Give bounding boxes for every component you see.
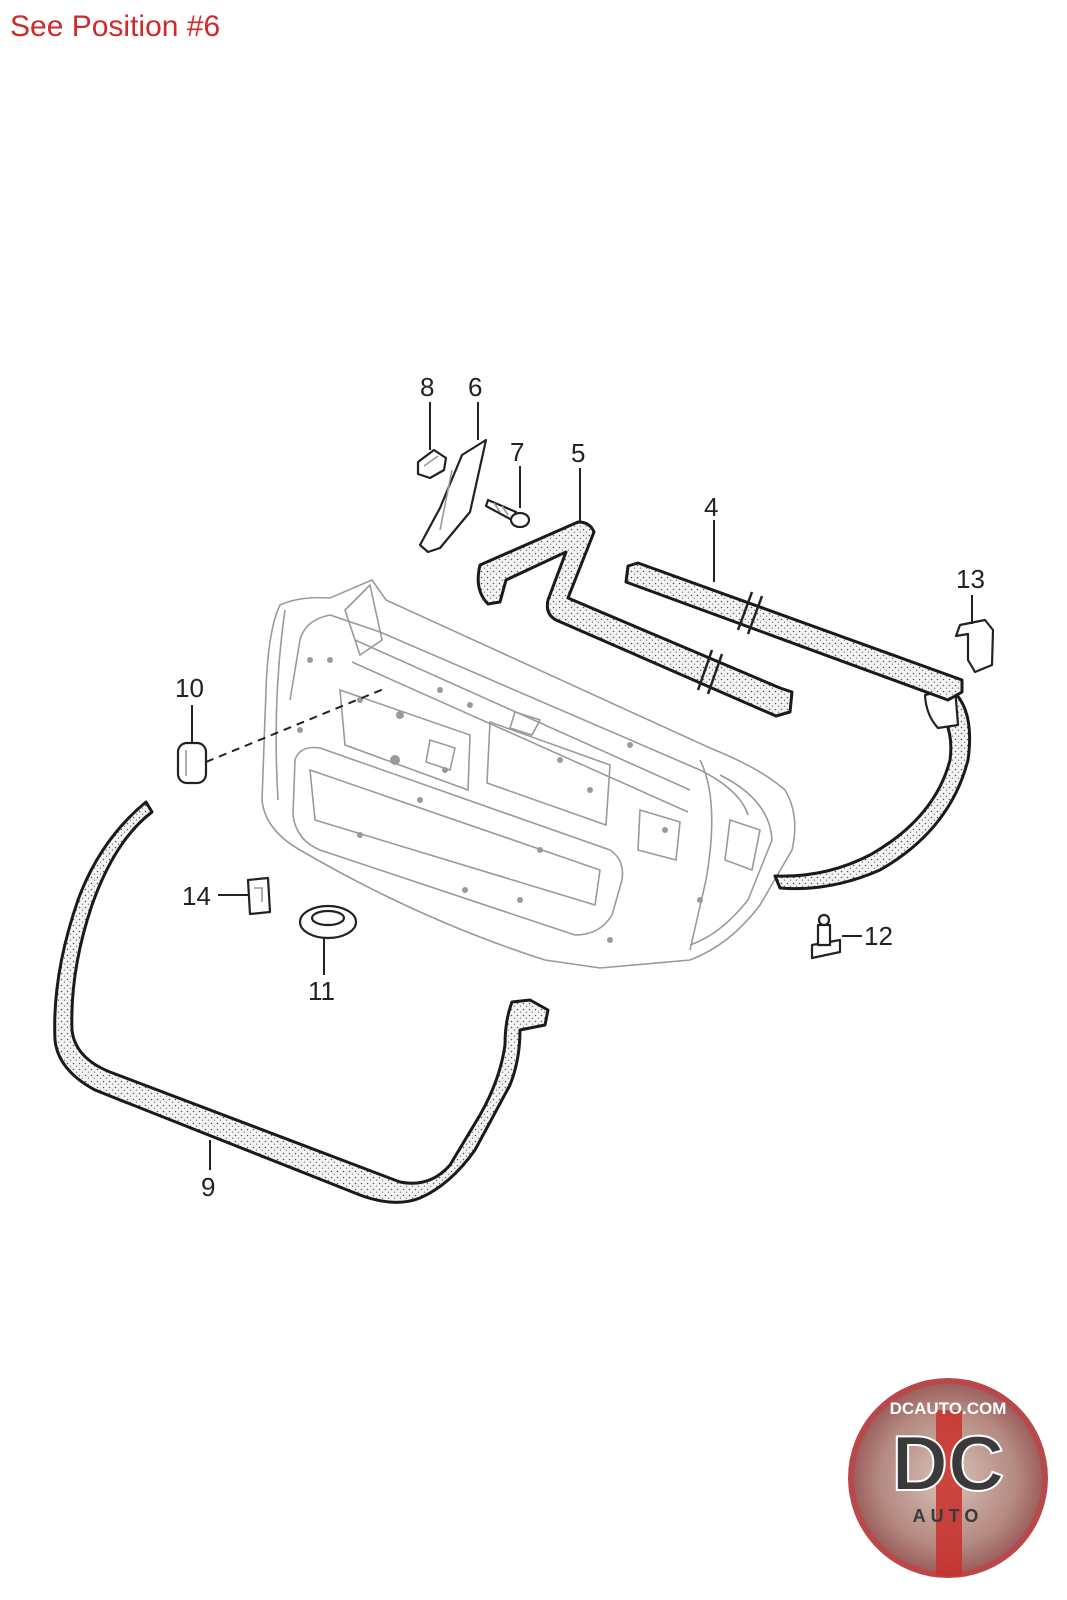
callout-6: 6 <box>468 372 482 402</box>
door-shell <box>261 579 796 969</box>
callout-9: 9 <box>201 1172 215 1202</box>
callout-4: 4 <box>704 492 718 522</box>
part-rear-seal-curve[interactable] <box>773 686 972 891</box>
callout-7: 7 <box>510 437 524 467</box>
part-11-grommet[interactable] <box>298 904 358 940</box>
callout-5: 5 <box>571 438 585 468</box>
callout-12: 12 <box>864 921 893 951</box>
callout-8: 8 <box>420 372 434 402</box>
dcauto-logo: DCAUTO.COM DC AUTO <box>848 1378 1048 1578</box>
callout-14: 14 <box>182 881 211 911</box>
part-10-plug[interactable] <box>176 741 208 785</box>
part-6-trim-strip[interactable] <box>418 438 488 554</box>
part-4-window-strip[interactable] <box>624 561 964 702</box>
leader-lines <box>191 402 973 1170</box>
part-14-clip[interactable] <box>246 876 272 916</box>
part-12-stop-pin[interactable] <box>810 913 842 960</box>
callout-13: 13 <box>956 564 985 594</box>
part-7-screw[interactable] <box>484 498 531 529</box>
callout-11: 11 <box>308 976 335 1006</box>
logo-auto-text: AUTO <box>913 1506 984 1526</box>
part-13-clip[interactable] <box>954 618 995 674</box>
callout-labels: 8 6 7 5 4 13 10 14 11 12 9 <box>175 372 985 1202</box>
logo-top-text: DCAUTO.COM <box>890 1399 1007 1418</box>
part-8-clip[interactable] <box>416 448 448 480</box>
part-5-inner-seal[interactable] <box>476 520 794 718</box>
callout-10: 10 <box>175 673 204 703</box>
see-position-note: See Position #6 <box>10 10 221 43</box>
part-9-door-seal[interactable] <box>53 800 550 1204</box>
logo-dc-text: DC <box>892 1419 1005 1507</box>
